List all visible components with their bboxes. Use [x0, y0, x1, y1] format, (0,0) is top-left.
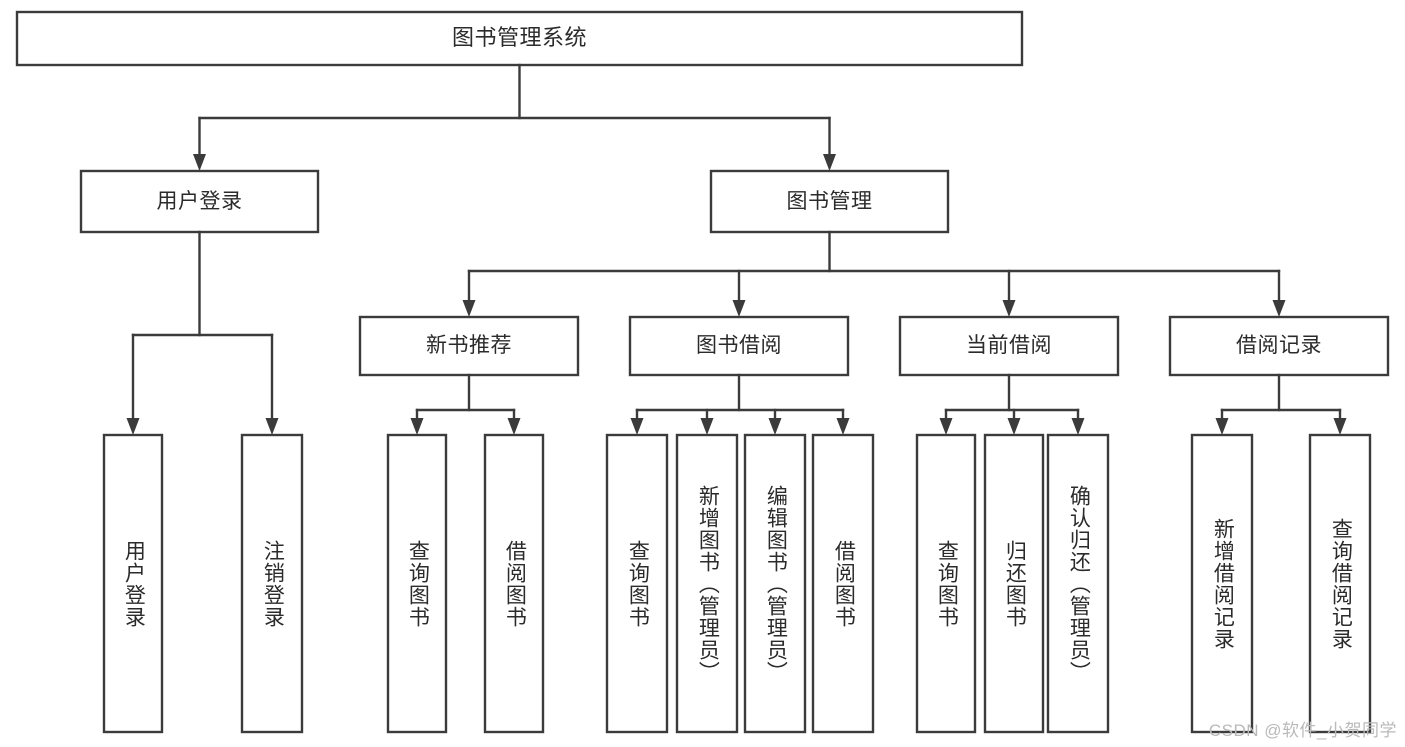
node-box-leaf-borrow-book[interactable]	[811, 433, 875, 734]
node-box-borrow-record[interactable]	[1168, 315, 1390, 377]
node-box-leaf-borrow-book-rec[interactable]	[483, 433, 545, 734]
arrow-new-book-recommend	[462, 300, 476, 317]
arrow-book-borrow	[732, 300, 746, 317]
arrow-leaf-add-borrow-record	[1215, 418, 1229, 435]
arrow-leaf-query-book-borrow	[630, 418, 644, 435]
node-box-leaf-query-book-rec[interactable]	[386, 433, 448, 734]
arrow-book-manage	[823, 154, 836, 171]
node-box-leaf-add-book-admin[interactable]	[675, 433, 739, 734]
arrow-leaf-borrow-book-rec	[507, 418, 521, 435]
watermark-text: CSDN @软件_小贺同学	[1208, 721, 1397, 740]
arrow-leaf-return-book	[1007, 418, 1021, 435]
connector-lines	[131, 63, 1342, 421]
node-box-new-book-recommend[interactable]	[358, 315, 580, 377]
node-box-leaf-query-book-current[interactable]	[915, 433, 977, 734]
arrow-current-borrow	[1002, 300, 1016, 317]
node-box-book-borrow[interactable]	[628, 315, 850, 377]
node-box-leaf-user-login[interactable]	[102, 433, 164, 734]
arrow-user-login	[193, 154, 206, 171]
arrow-leaf-query-book-rec	[410, 418, 424, 435]
node-box-root[interactable]	[15, 10, 1024, 67]
arrow-heads	[126, 154, 1347, 435]
node-box-leaf-query-book-borrow[interactable]	[605, 433, 669, 734]
node-box-leaf-add-borrow-record[interactable]	[1190, 433, 1254, 734]
arrow-leaf-confirm-return-admin	[1071, 418, 1085, 435]
node-box-current-borrow[interactable]	[898, 315, 1120, 377]
arrow-leaf-add-book-admin	[700, 418, 714, 435]
node-box-user-login[interactable]	[79, 169, 320, 234]
node-box-leaf-query-borrow-record[interactable]	[1308, 433, 1372, 734]
node-box-book-manage[interactable]	[709, 169, 950, 234]
arrow-leaf-edit-book-admin	[768, 418, 782, 435]
arrow-leaf-query-borrow-record	[1333, 418, 1347, 435]
arrow-borrow-record	[1272, 300, 1286, 317]
node-rectangles	[15, 10, 1390, 734]
node-box-leaf-edit-book-admin[interactable]	[743, 433, 807, 734]
node-box-leaf-logout-login[interactable]	[240, 433, 304, 734]
node-box-leaf-confirm-return-admin[interactable]	[1046, 433, 1110, 734]
arrow-leaf-logout-login	[265, 418, 279, 435]
arrow-leaf-borrow-book	[836, 418, 850, 435]
node-box-leaf-return-book[interactable]	[983, 433, 1045, 734]
arrow-leaf-user-login	[126, 418, 140, 435]
arrow-leaf-query-book-current	[939, 418, 953, 435]
